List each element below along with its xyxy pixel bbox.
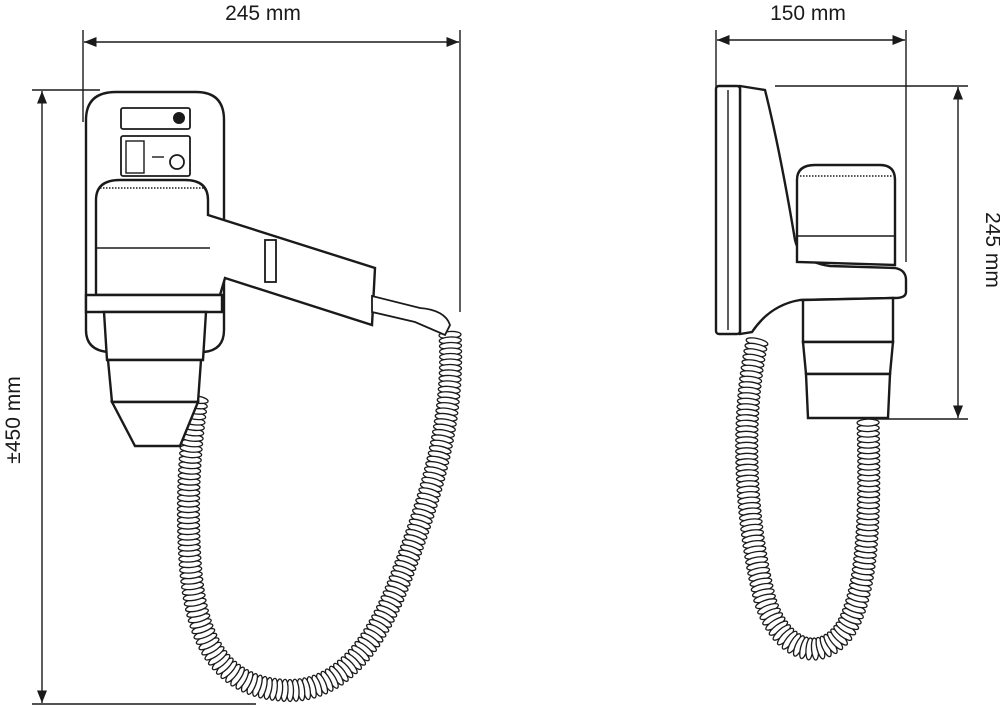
control-panel <box>120 107 191 130</box>
side-depth-label: 150 mm <box>770 2 846 25</box>
coiled-cord-front <box>176 330 463 703</box>
cord-coil <box>856 418 880 427</box>
front-width-label: 245 mm <box>225 2 301 25</box>
front-width-dimension: 245 mm <box>82 2 461 312</box>
side-height-label: 245 mm <box>981 212 1000 288</box>
side-height-dimension: 245 mm <box>775 85 1000 420</box>
total-height-dimension: ±450 mm <box>2 89 256 705</box>
coiled-cord-side <box>735 337 881 661</box>
hair-dryer-front-view <box>84 90 451 448</box>
total-height-label: ±450 mm <box>2 376 25 463</box>
hair-dryer-side-view <box>714 84 908 420</box>
side-depth-dimension: 150 mm <box>715 2 907 262</box>
